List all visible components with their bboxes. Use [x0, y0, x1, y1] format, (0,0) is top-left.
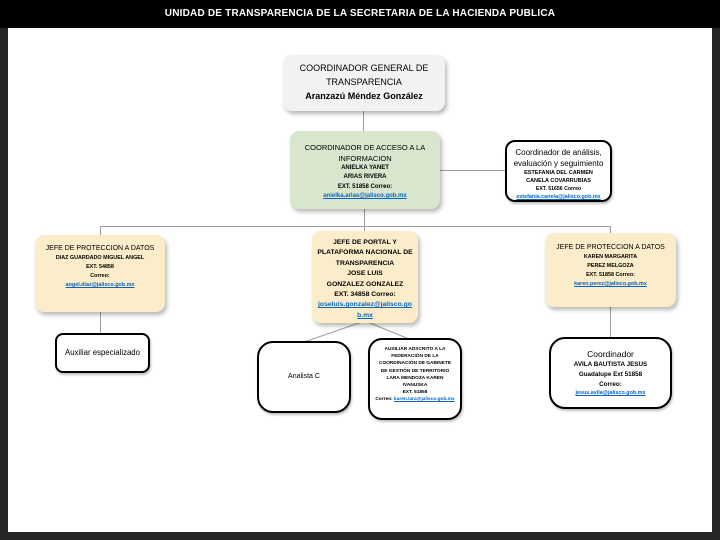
- node-person-name: Aranzazú Méndez González: [305, 91, 423, 101]
- node-title: COORDINADOR GENERAL DE TRANSPARENCIA: [299, 63, 429, 87]
- node-coordinador-analisis: Coordinador de análisis, evaluación y se…: [505, 140, 612, 202]
- node-coordinador-general: COORDINADOR GENERAL DE TRANSPARENCIA Ara…: [283, 55, 445, 111]
- node-auxiliar-especializado: Auxiliar especializado: [55, 333, 150, 373]
- connector-acceso-to-rail: [364, 209, 365, 226]
- node-title: Auxiliar especializado: [65, 348, 140, 357]
- email-link-proteccion-izq[interactable]: angel.diaz@jalisco.gob.mx: [65, 282, 135, 288]
- page-title: UNIDAD DE TRANSPARENCIA DE LA SECRETARIA…: [164, 8, 556, 19]
- node-jefe-portal-plataforma: JEFE DE PORTAL Y PLATAFORMA NACIONAL DE …: [312, 231, 418, 323]
- email-link-acceso[interactable]: anielka.arias@jalisco.gob.mx: [323, 193, 407, 199]
- node-title: JEFE DE PROTECCION A DATOS: [45, 245, 155, 252]
- node-title: Coordinador: [587, 349, 634, 359]
- title-bar: UNIDAD DE TRANSPARENCIA DE LA SECRETARIA…: [0, 0, 720, 28]
- connector-drop-left: [100, 226, 101, 235]
- connector-protder-to-coordinador: [610, 307, 611, 337]
- connector-root-to-acceso: [363, 111, 364, 131]
- node-title: AUXILIAR ADSCRITO A LA FEDERACIÓN DE LA …: [378, 347, 452, 374]
- node-person-name: GONZALEZ GONZALEZ: [326, 280, 404, 288]
- node-person-name: CANELA COVARRUBIAS: [526, 178, 591, 184]
- node-title: Coordinador de análisis, evaluación y se…: [513, 148, 604, 168]
- node-correo-label: Correo:: [90, 273, 110, 279]
- node-person-name: IVANUSKA: [402, 383, 428, 389]
- node-person-name: ANIELKA YANET: [341, 165, 389, 171]
- connector-drop-right: [610, 226, 611, 233]
- node-person-name: ESTEFANIA DEL CARMEN: [524, 170, 593, 176]
- node-title: JEFE DE PROTECCION A DATOS: [556, 244, 665, 251]
- email-link-portal[interactable]: joseluis.gonzalez@jalisco.gob.mx: [318, 301, 412, 319]
- connector-drop-middle: [364, 226, 365, 231]
- node-title: COORDINADOR DE ACCESO A LA INFORMACION: [304, 143, 426, 163]
- node-person-name: PEREZ MELGOZA: [587, 262, 634, 269]
- node-extension: EXT. 51858: [402, 390, 428, 396]
- node-title: JEFE DE PORTAL Y PLATAFORMA NACIONAL DE …: [317, 239, 413, 267]
- connector-rail: [100, 226, 610, 227]
- node-extension: EXT. 51858 Correo:: [586, 272, 635, 278]
- node-title: Analista C: [288, 373, 320, 380]
- node-jefe-proteccion-datos-derecha: JEFE DE PROTECCION A DATOS KAREN MARGARI…: [545, 233, 676, 307]
- node-extension: EXT. 54858: [86, 264, 114, 270]
- node-extension: EXT. 34858 Correo:: [334, 291, 396, 299]
- node-extension: EXT. 51858 Correo:: [337, 184, 393, 190]
- node-person-name: ARIAS RIVERA: [343, 174, 387, 180]
- email-link-proteccion-der[interactable]: karen.perez@jalisco.gob.mx: [574, 281, 647, 287]
- node-detail: Guadalupe Ext 51858: [578, 371, 643, 378]
- node-extension: EXT. 51656 Correo: [535, 186, 582, 192]
- node-coordinador: Coordinador AVILA BAUTISTA JESUS Guadalu…: [549, 337, 672, 409]
- node-correo-label: Correo:: [599, 381, 622, 388]
- node-person-name: LARA MENDOZA KAREN: [386, 375, 444, 381]
- node-person-name: KAREN MARGARITA: [583, 254, 638, 260]
- node-coordinador-acceso-informacion: COORDINADOR DE ACCESO A LA INFORMACION A…: [290, 131, 440, 209]
- node-person-name: AVILA BAUTISTA JESUS: [573, 361, 648, 368]
- email-link-auxiliar-adscrito[interactable]: karen.lara@jalisco.gob.mx: [394, 397, 455, 403]
- node-auxiliar-adscrito: AUXILIAR ADSCRITO A LA FEDERACIÓN DE LA …: [368, 338, 462, 420]
- node-person-name: DIAZ GUARDADO MIGUEL ANGEL: [55, 255, 145, 261]
- connector-acceso-to-analisis: [440, 170, 505, 171]
- connector-portal-diagonals: [303, 320, 415, 343]
- email-link-coordinador[interactable]: jesus.avila@jalisco.gob.mx: [575, 390, 646, 396]
- node-analista-c: Analista C: [257, 341, 351, 413]
- email-link-analisis[interactable]: estefania.canela@jalisco.gob.mx: [516, 194, 601, 200]
- connector-protizq-to-auxiliar: [100, 312, 101, 333]
- node-jefe-proteccion-datos-izquierda: JEFE DE PROTECCION A DATOS DIAZ GUARDADO…: [35, 235, 165, 312]
- node-correo-label: Correo:: [375, 397, 393, 403]
- node-person-name: JOSE LUIS: [347, 270, 383, 278]
